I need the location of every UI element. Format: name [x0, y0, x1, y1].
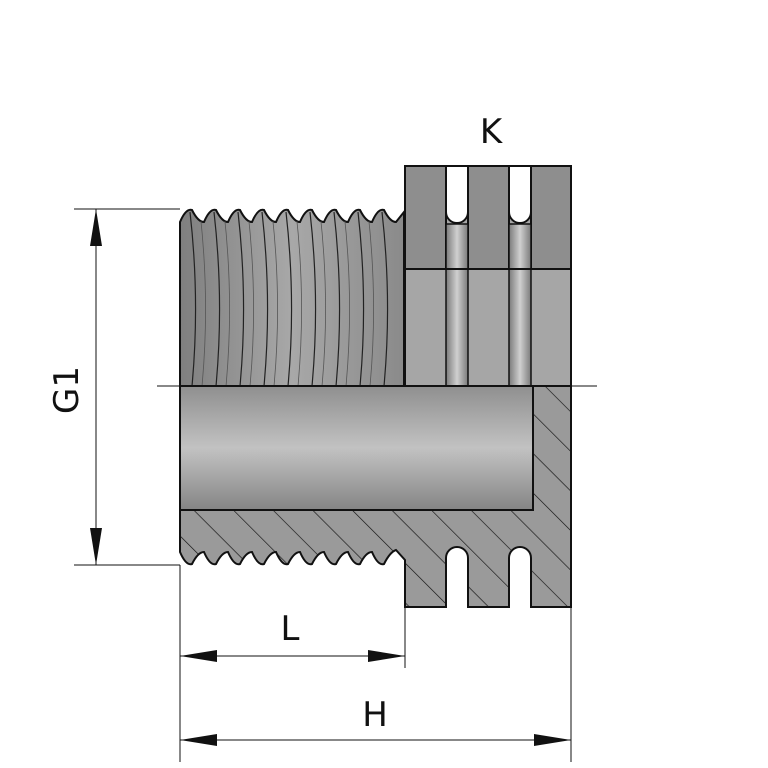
fin-2-top [467, 165, 510, 270]
label-k: K [480, 112, 504, 152]
dimension-l: L [179, 565, 406, 762]
groove-1-cylinder [445, 223, 469, 387]
label-g1: G1 [47, 366, 87, 414]
groove-2-cylinder [508, 223, 532, 387]
thread-helix-lines [189, 211, 389, 386]
arrow-down [90, 528, 102, 565]
inner-bore [179, 385, 534, 511]
dimension-g1: G1 [47, 208, 180, 566]
label-l: L [281, 609, 300, 649]
external-view [179, 165, 572, 387]
dimension-h: H [180, 607, 572, 762]
fin-1-top [404, 165, 447, 270]
fin-3-top [530, 165, 572, 270]
label-h: H [362, 695, 388, 735]
groove-1-upper [445, 165, 469, 224]
arrow-up [90, 209, 102, 246]
groove-2-upper [508, 165, 532, 224]
section-view [179, 385, 572, 608]
